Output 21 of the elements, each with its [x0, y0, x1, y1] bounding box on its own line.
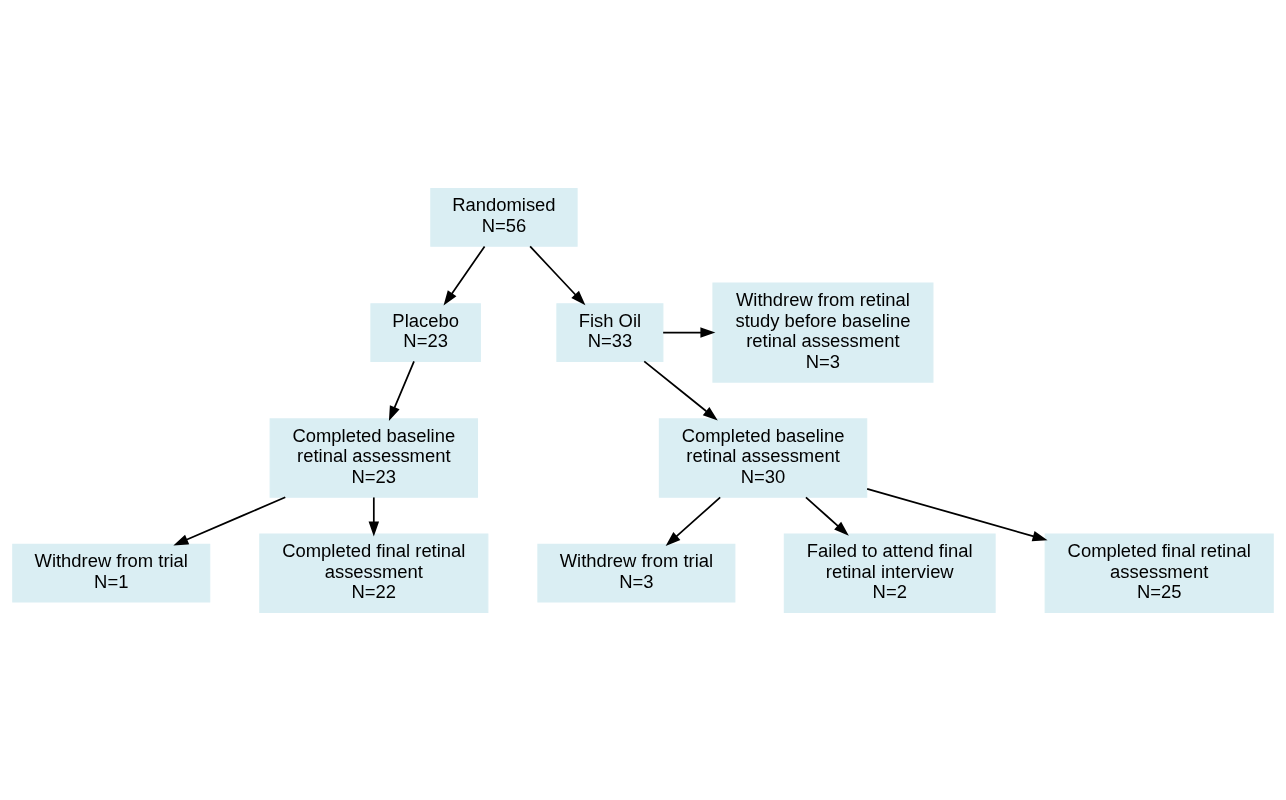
- arrow: [529, 245, 586, 305]
- arrow: [665, 496, 722, 546]
- node-box: Placebo N=23: [370, 302, 481, 362]
- node-box: Randomised N=56: [430, 187, 578, 247]
- node-box: Completed final retinal assessment N=22: [259, 533, 489, 613]
- node-box: Fish Oil N=33: [556, 302, 664, 362]
- node-box: Completed baseline retinal assessment N=30: [658, 417, 868, 498]
- node-box: Failed to attend final retinal interview N=2: [783, 533, 996, 613]
- arrow: [662, 326, 716, 338]
- node-box: Withdrew from retinal study before baseline retinal assessment N=3: [712, 281, 934, 383]
- arrow: [805, 496, 849, 536]
- arrow: [443, 245, 486, 306]
- arrow: [368, 496, 380, 537]
- arrow: [388, 360, 415, 421]
- node-box: Withdrew from trial N=3: [537, 543, 736, 603]
- arrow: [643, 360, 718, 420]
- arrow: [173, 495, 287, 545]
- node-box: Completed final retinal assessment N=25: [1044, 533, 1274, 613]
- node-box: Completed baseline retinal assessment N=23: [269, 417, 479, 498]
- node-box: Withdrew from trial N=1: [12, 543, 211, 603]
- arrow: [866, 487, 1048, 541]
